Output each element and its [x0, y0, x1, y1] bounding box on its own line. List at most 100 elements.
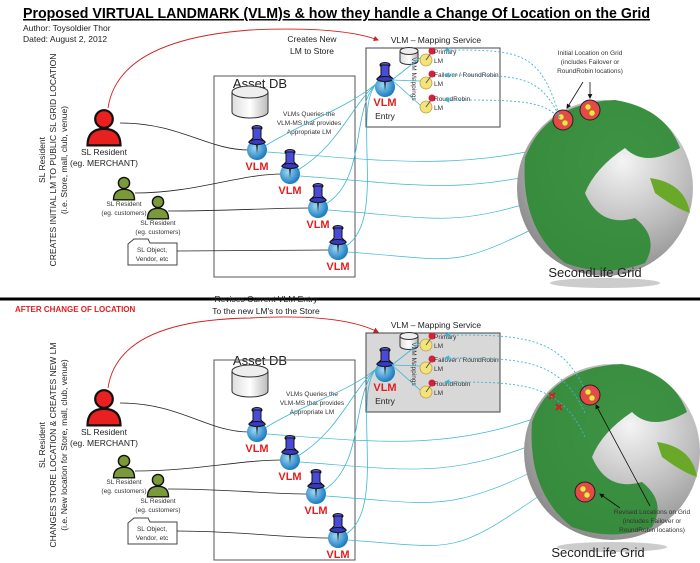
action-text: LM to Store — [290, 46, 334, 56]
pushpin-icon — [328, 225, 348, 254]
vlm-entry-label: VLM — [373, 382, 396, 394]
roundrobin-lm-label: RoundRobin — [434, 96, 471, 103]
primary-lm-label: LM — [434, 58, 443, 65]
connection-line — [167, 207, 311, 212]
failover-lm-label: Failover / RoundRobin — [434, 72, 499, 79]
query-line — [323, 366, 379, 491]
customer-label: SL Resident — [106, 479, 141, 486]
vlm-entry-pin — [375, 62, 395, 97]
lm-lookup-line — [443, 379, 586, 438]
grid-location-marker — [552, 109, 574, 131]
roundrobin-lm-label: LM — [434, 105, 443, 112]
connection-line — [134, 173, 283, 194]
connection-line — [167, 488, 309, 495]
side-description: SL ResidentCHANGES STORE LOCATION & CREA… — [37, 343, 69, 548]
grid-note: Initial Location on Grid — [558, 50, 623, 57]
query-line — [264, 81, 379, 147]
pushpin-icon — [280, 435, 300, 464]
primary-lm-label: LM — [434, 343, 443, 350]
queries-note: Appropriate LM — [290, 409, 334, 416]
mapping-service-title: VLM – Mapping Service — [391, 320, 482, 330]
queries-note: Appropriate LM — [287, 129, 331, 136]
vlm-entry-label: VLM — [373, 97, 396, 109]
database-icon — [399, 47, 419, 65]
grid-link-line — [266, 411, 553, 442]
grid-link-line — [327, 197, 546, 219]
action-text: Revises Current VLM Entry — [215, 294, 319, 304]
side-description: SL ResidentCREATES INITIAL LM TO PUBLIC … — [37, 54, 69, 267]
grid-label: SecondLife Grid — [548, 265, 641, 280]
query-line — [325, 81, 379, 205]
roundrobin-lm-pin — [419, 379, 436, 399]
failover-lm-label: Failover / RoundRobin — [434, 357, 499, 364]
lm-lookup-line — [443, 47, 561, 119]
queries-note: VLM-MS that provides — [277, 120, 342, 127]
failover-lm-pin — [419, 70, 436, 90]
merchant-person-icon — [86, 109, 122, 147]
grid-link-line — [347, 222, 546, 260]
merchant-label: SL Resident — [81, 427, 128, 437]
diagram-title: Proposed VIRTUAL LANDMARK (VLM)s & how t… — [23, 5, 650, 22]
customer-person-icon — [112, 454, 136, 479]
roundrobin-lm-pin — [419, 94, 436, 114]
customer-label: SL Resident — [140, 498, 175, 505]
vlm-entry-sublabel: Entry — [375, 111, 396, 121]
vlm-pin — [308, 183, 328, 218]
panel-heading: AFTER CHANGE OF LOCATION — [15, 305, 136, 314]
object-folder-icon — [127, 238, 178, 266]
query-line — [297, 366, 379, 457]
vlm-pin — [306, 469, 326, 504]
queries-note: VLMs Queries the — [286, 391, 338, 398]
lm-lookup-line — [443, 332, 586, 391]
roundrobin-lm-label: LM — [434, 390, 443, 397]
vlm-label: VLM — [304, 505, 327, 517]
grid-label: SecondLife Grid — [551, 545, 644, 560]
side-description-line: CREATES INITIAL LM TO PUBLIC SL GRID LOC… — [48, 54, 58, 267]
merchant-label: (eg. MERCHANT) — [70, 438, 138, 448]
connection-line — [176, 249, 331, 252]
object-label: Vendor, etc — [136, 535, 169, 542]
query-line — [264, 366, 379, 429]
action-arrow — [107, 316, 379, 389]
action-text: Creates New — [287, 34, 337, 44]
customer-label: (eg. customers) — [135, 229, 180, 236]
merchant-person-icon — [86, 389, 122, 427]
connection-line — [119, 402, 250, 433]
vlm-pin — [247, 125, 267, 160]
action-text: To the new LM's to the Store — [212, 306, 320, 316]
pushpin-icon — [280, 149, 300, 178]
merchant-label: (eg. MERCHANT) — [70, 158, 138, 168]
customer-label: SL Resident — [140, 220, 175, 227]
database-icon — [231, 364, 269, 398]
grid-link-line — [299, 436, 553, 470]
secondlife-grid-globe — [517, 100, 693, 288]
primary-lm-label: Primary — [434, 49, 457, 56]
object-folder-icon — [127, 517, 178, 545]
primary-lm-pin — [419, 332, 436, 352]
database-icon — [399, 332, 419, 350]
merchant-label: SL Resident — [81, 147, 128, 157]
grid-link-line — [266, 147, 546, 162]
grid-location-marker — [579, 384, 601, 406]
pushpin-icon — [375, 347, 395, 376]
vlm-pin — [328, 225, 348, 260]
pushpin-icon — [308, 183, 328, 212]
object-label: SL Object, — [137, 526, 167, 533]
side-description-line: (i.e. New location for Store, mall, club… — [59, 359, 69, 531]
pushpin-icon — [306, 469, 326, 498]
query-line — [297, 81, 379, 171]
customer-person-icon — [146, 195, 170, 220]
vlm-entry-sublabel: Entry — [375, 396, 396, 406]
grid-note: (includes Failover or — [623, 518, 682, 525]
primary-lm-pin — [419, 47, 436, 67]
vlm-label: VLM — [245, 443, 268, 455]
grid-link-line — [325, 461, 553, 503]
grid-location-marker — [579, 99, 601, 121]
pushpin-icon — [247, 407, 267, 436]
object-label: SL Object, — [137, 247, 167, 254]
removed-location-x-icon — [548, 392, 563, 411]
side-description-line: CHANGES STORE LOCATION & CREATES NEW LM — [48, 343, 58, 548]
vlm-label: VLM — [245, 161, 268, 173]
failover-lm-pin — [419, 355, 436, 375]
customer-label: (eg. customers) — [101, 488, 146, 495]
